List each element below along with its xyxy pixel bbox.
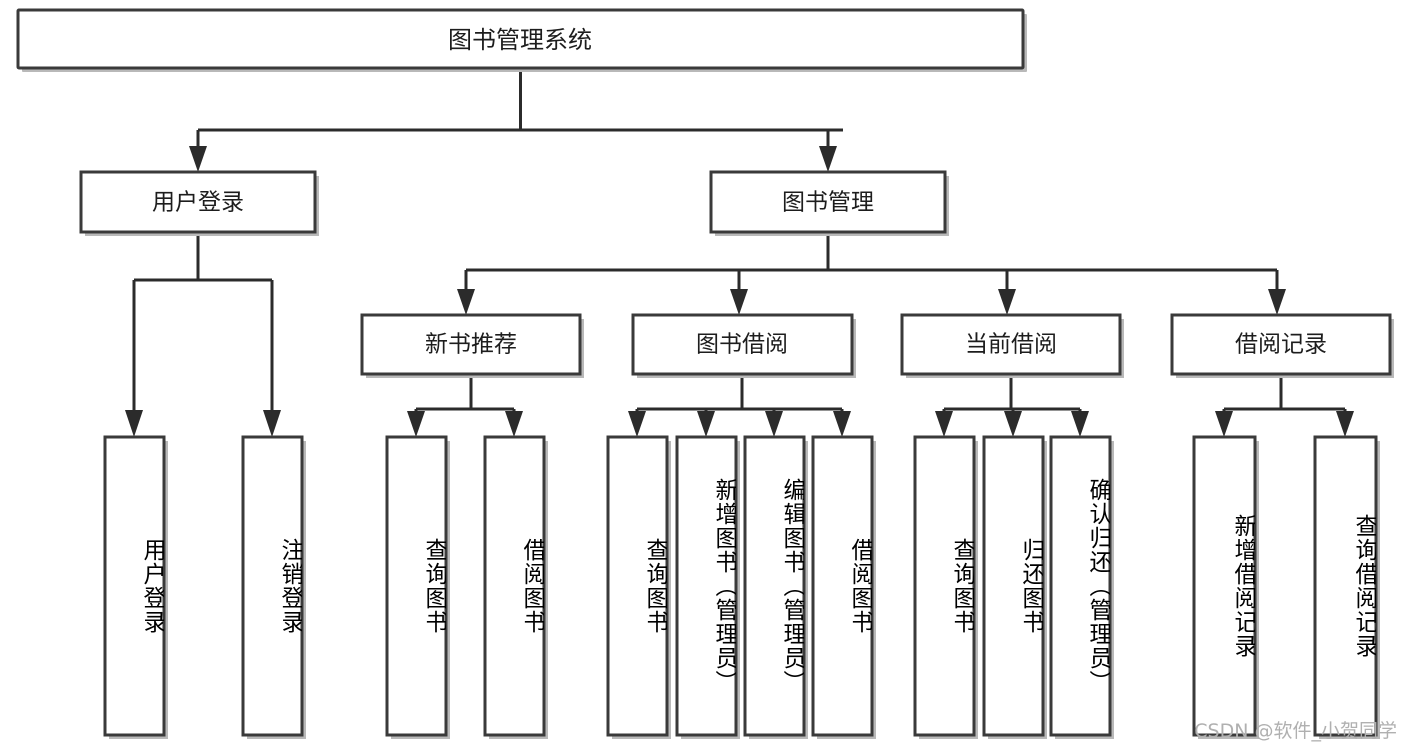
- leaf-node-rects: [103, 435, 1380, 739]
- arrow-head-current-borrow: [998, 289, 1016, 315]
- node-leaf-label: 查询图书: [642, 538, 667, 634]
- arrow-head-leaf-user-login: [125, 410, 143, 437]
- node-book-borrow-label: 图书借阅: [696, 332, 788, 358]
- leaf-label-container: 用户登录: [105, 437, 164, 735]
- node-root-label: 图书管理系统: [448, 26, 592, 54]
- node-leaf-label: 借阅图书: [519, 538, 544, 634]
- node-layer: 图书管理系统 用户登录 图书管理 新书推荐 图书借阅 当前借阅 借阅记录: [16, 8, 1394, 739]
- arrow-head-borrow-edit: [765, 411, 783, 437]
- node-user-login-label: 用户登录: [152, 190, 244, 216]
- node-leaf-label: 新增借阅记录: [1230, 514, 1255, 658]
- node-current-borrow-box[interactable]: [900, 313, 1122, 376]
- node-leaf-box[interactable]: [1313, 435, 1378, 737]
- node-leaf-label: 编辑图书（管理员）: [779, 478, 804, 694]
- arrow-head-current-confirm: [1071, 411, 1089, 437]
- connector-layer: [125, 68, 1354, 437]
- leaf-label-container: 借阅图书: [485, 437, 544, 735]
- node-leaf-box[interactable]: [982, 435, 1045, 737]
- arrow-head-book-borrow: [730, 289, 748, 315]
- arrow-head-borrow-add: [697, 411, 715, 437]
- node-new-book-rec-box[interactable]: [360, 313, 582, 376]
- arrow-head-rec-query: [407, 411, 425, 437]
- leaf-label-container: 确认归还（管理员）: [1051, 437, 1110, 735]
- arrow-head-borrow-lend: [833, 411, 851, 437]
- arrow-head-current-query: [935, 411, 953, 437]
- node-leaf-label: 确认归还（管理员）: [1085, 478, 1110, 694]
- node-book-borrow-box[interactable]: [631, 313, 854, 376]
- node-leaf-label: 查询图书: [949, 538, 974, 634]
- node-book-manage-box[interactable]: [709, 170, 947, 234]
- node-leaf-box[interactable]: [385, 435, 448, 737]
- arrow-head-rec-borrow: [505, 411, 523, 437]
- node-book-manage-label: 图书管理: [782, 190, 874, 216]
- arrow-head-current-return: [1004, 411, 1022, 437]
- node-leaf-box[interactable]: [606, 435, 669, 737]
- node-leaf-box[interactable]: [913, 435, 976, 737]
- leaf-label-container: 查询借阅记录: [1315, 437, 1376, 735]
- node-leaf-label: 注销登录: [277, 538, 302, 634]
- node-borrow-record-label: 借阅记录: [1235, 332, 1327, 358]
- node-current-borrow-label: 当前借阅: [965, 332, 1057, 358]
- node-leaf-label: 查询图书: [421, 538, 446, 634]
- node-leaf-box[interactable]: [675, 435, 738, 737]
- node-user-login-box[interactable]: [79, 170, 317, 234]
- arrow-head-borrow-query: [628, 411, 646, 437]
- leaf-label-container: 归还图书: [984, 437, 1043, 735]
- node-new-book-rec-label: 新书推荐: [425, 332, 517, 358]
- leaf-label-container: 新增借阅记录: [1194, 437, 1255, 735]
- leaf-label-container: 查询图书: [387, 437, 446, 735]
- node-leaf-box[interactable]: [103, 435, 166, 737]
- node-leaf-box[interactable]: [1192, 435, 1257, 737]
- node-leaf-label: 新增图书（管理员）: [711, 478, 736, 694]
- node-leaf-box[interactable]: [241, 435, 304, 737]
- node-leaf-label: 归还图书: [1018, 538, 1043, 634]
- arrow-head-record-query: [1336, 411, 1354, 437]
- node-borrow-record-box[interactable]: [1170, 313, 1392, 376]
- node-leaf-box[interactable]: [483, 435, 546, 737]
- arrow-head-book-manage: [819, 146, 837, 172]
- arrow-head-user-login: [189, 146, 207, 172]
- arrow-head-borrow-record: [1268, 289, 1286, 315]
- node-leaf-box[interactable]: [1049, 435, 1112, 737]
- leaf-label-container: 编辑图书（管理员）: [745, 437, 804, 735]
- leaf-label-container: 注销登录: [243, 437, 302, 735]
- arrow-head-leaf-user-logout: [263, 410, 281, 437]
- leaf-label-container: 新增图书（管理员）: [677, 437, 736, 735]
- leaf-label-container: 查询图书: [915, 437, 974, 735]
- node-leaf-box[interactable]: [743, 435, 806, 737]
- node-leaf-box[interactable]: [811, 435, 874, 737]
- node-root-box[interactable]: [16, 8, 1025, 70]
- node-leaf-label: 借阅图书: [847, 538, 872, 634]
- leaf-label-container: 查询图书: [608, 437, 667, 735]
- leaf-label-container: 借阅图书: [813, 437, 872, 735]
- node-leaf-label: 用户登录: [139, 538, 164, 634]
- arrow-head-new-book-rec: [457, 289, 475, 315]
- arrow-head-record-add: [1215, 411, 1233, 437]
- node-leaf-label: 查询借阅记录: [1351, 514, 1376, 658]
